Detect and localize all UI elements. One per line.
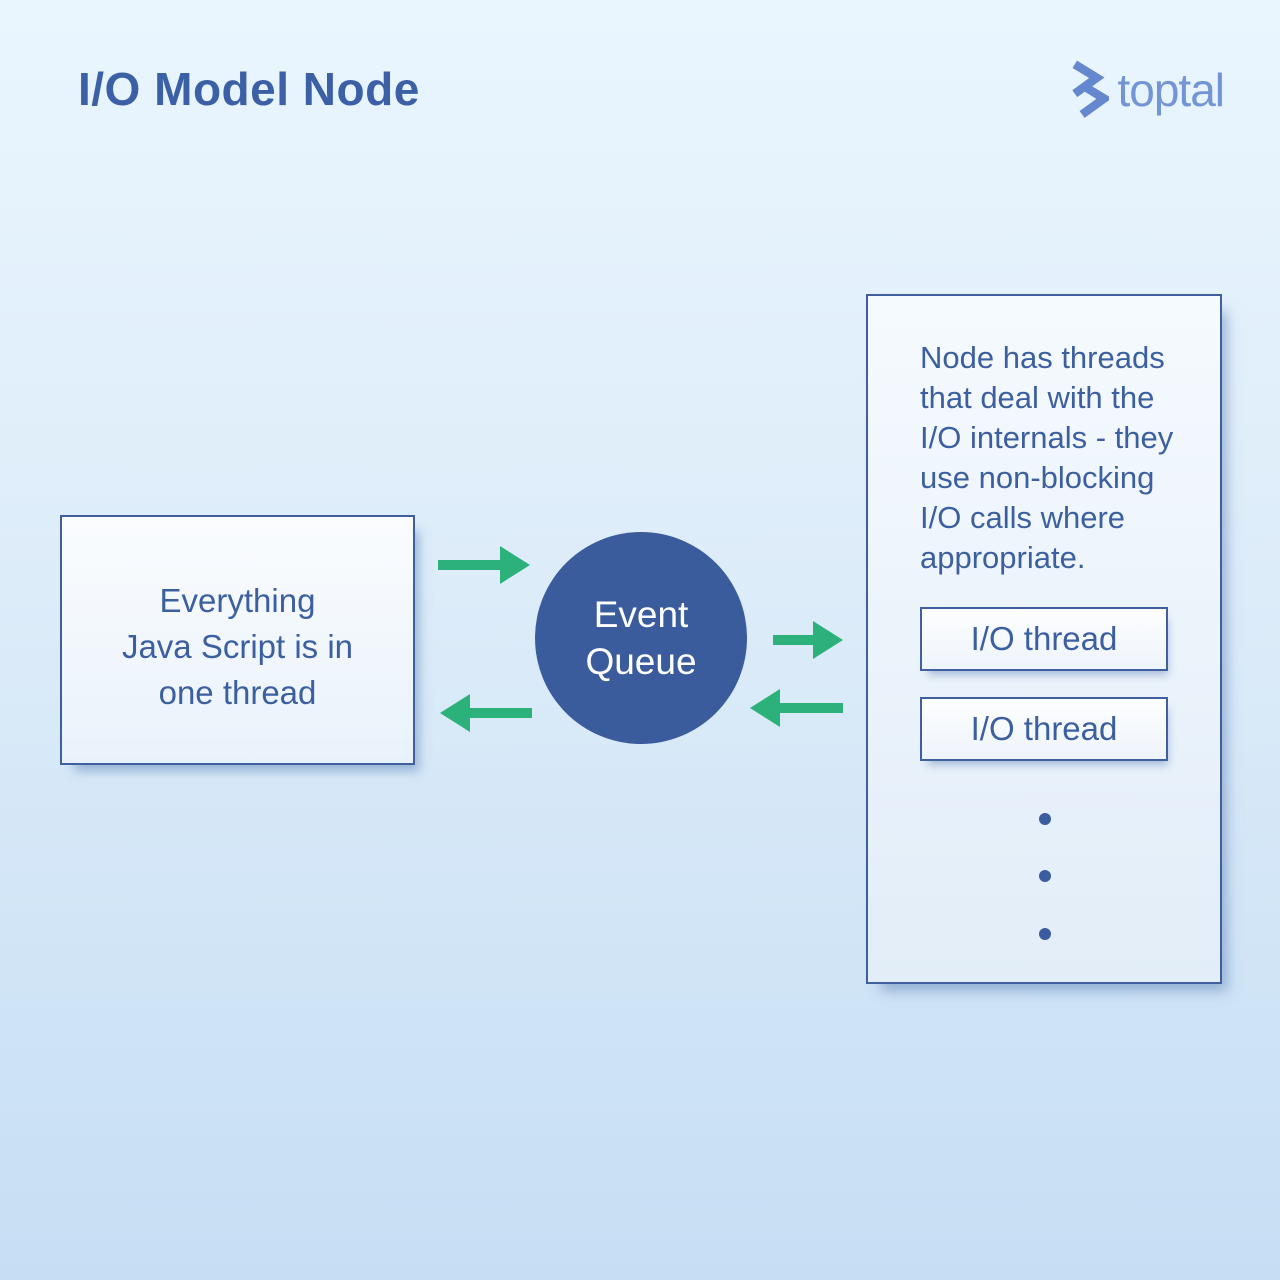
threads-to-queue-arrow-icon bbox=[750, 689, 843, 727]
javascript-thread-box-line: Everything bbox=[159, 582, 316, 619]
description-line: that deal with the bbox=[920, 380, 1155, 415]
toptal-logo: toptal bbox=[1065, 58, 1225, 122]
io-thread-box-1: I/O thread bbox=[920, 607, 1168, 671]
page-title: I/O Model Node bbox=[78, 63, 420, 115]
queue-to-threads-arrow-icon bbox=[773, 621, 843, 659]
ellipsis-dot bbox=[1039, 813, 1051, 825]
toptal-logo-text: toptal bbox=[1117, 64, 1225, 116]
queue-to-box-arrow-icon bbox=[440, 694, 532, 732]
toptal-logo-icon bbox=[1072, 60, 1110, 118]
event-queue-label-line: Queue bbox=[585, 641, 697, 682]
description-line: I/O calls where bbox=[920, 500, 1126, 535]
io-thread-box-2: I/O thread bbox=[920, 697, 1168, 761]
node-threads-panel: Node has threads that deal with the I/O … bbox=[866, 294, 1222, 984]
description-line: I/O internals - they bbox=[920, 420, 1174, 455]
description-line: use non-blocking bbox=[920, 460, 1155, 495]
description-line: Node has threads bbox=[920, 340, 1165, 375]
event-queue-label-line: Event bbox=[593, 594, 689, 635]
node-threads-description: Node has threads that deal with the I/O … bbox=[920, 338, 1192, 578]
description-line: appropriate. bbox=[920, 540, 1086, 575]
javascript-thread-box-line: one thread bbox=[158, 674, 317, 711]
box-to-queue-arrow-icon bbox=[438, 546, 530, 584]
event-queue-circle: Event Queue bbox=[535, 532, 747, 744]
javascript-thread-box: Everything Java Script is in one thread bbox=[60, 515, 415, 765]
ellipsis-dot bbox=[1039, 928, 1051, 940]
ellipsis-dot bbox=[1039, 870, 1051, 882]
javascript-thread-box-line: Java Script is in bbox=[121, 628, 354, 665]
